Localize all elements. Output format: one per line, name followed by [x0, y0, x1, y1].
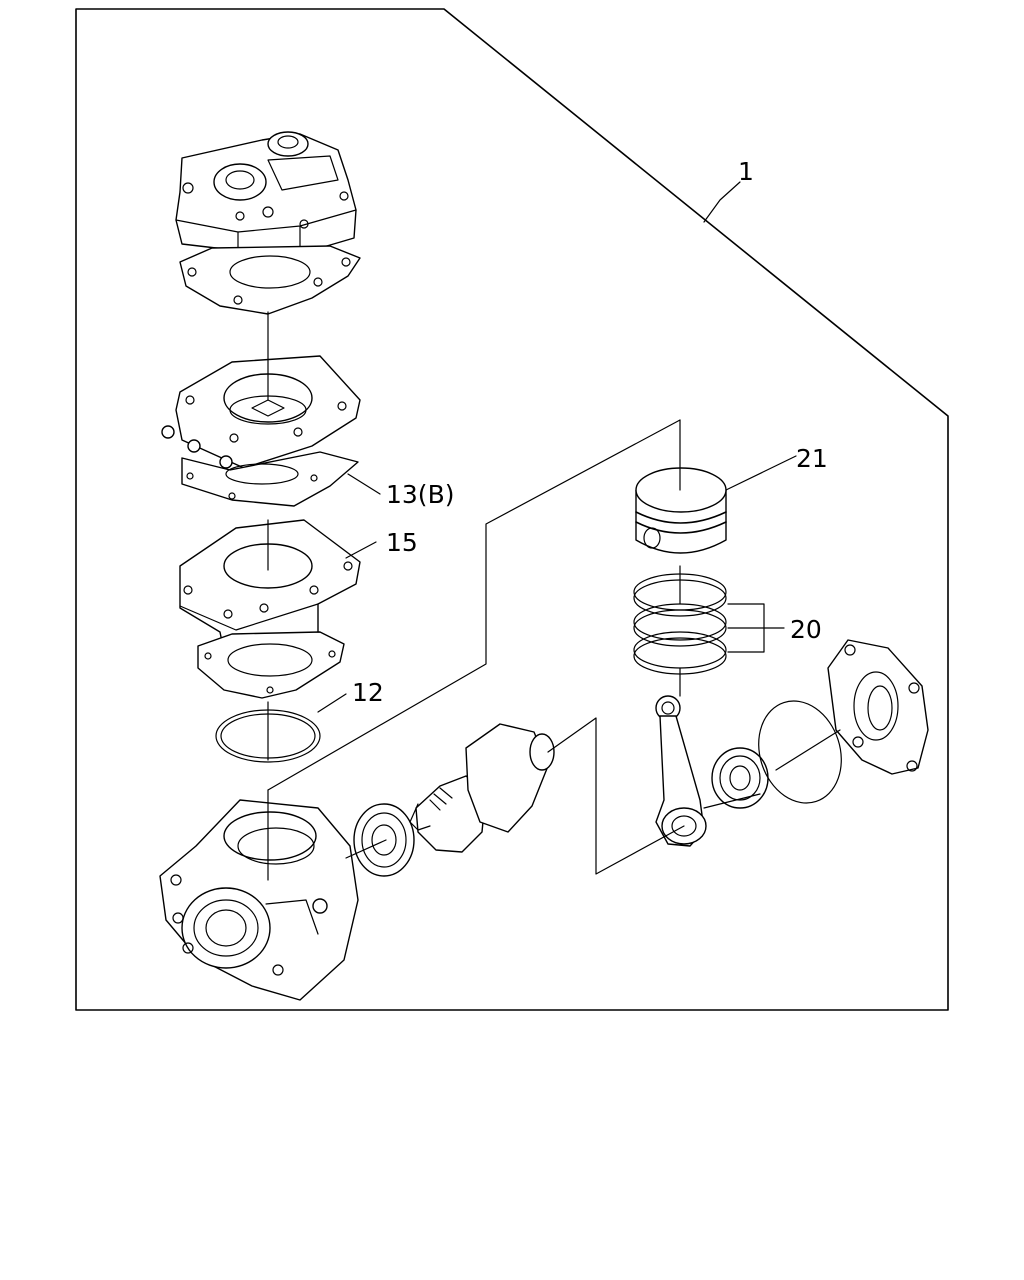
bearing-left — [353, 803, 415, 877]
callout-12: 12 — [352, 678, 384, 707]
alignment-lines — [267, 311, 841, 881]
crankshaft — [409, 723, 555, 853]
valve-plate — [161, 355, 361, 507]
callout-13b: 13(B) — [386, 480, 454, 509]
piston — [635, 467, 727, 554]
assembly-boundary — [75, 8, 949, 1011]
callout-21: 21 — [796, 444, 828, 473]
end-cover — [758, 639, 929, 804]
callout-15: 15 — [386, 528, 418, 557]
callout-1: 1 — [738, 157, 754, 186]
callout-20: 20 — [790, 615, 822, 644]
crankcase — [159, 799, 359, 1001]
leader-lines — [317, 181, 797, 713]
cylinder-head — [175, 131, 361, 315]
connecting-rod — [655, 695, 707, 847]
cylinder-block — [179, 519, 361, 699]
